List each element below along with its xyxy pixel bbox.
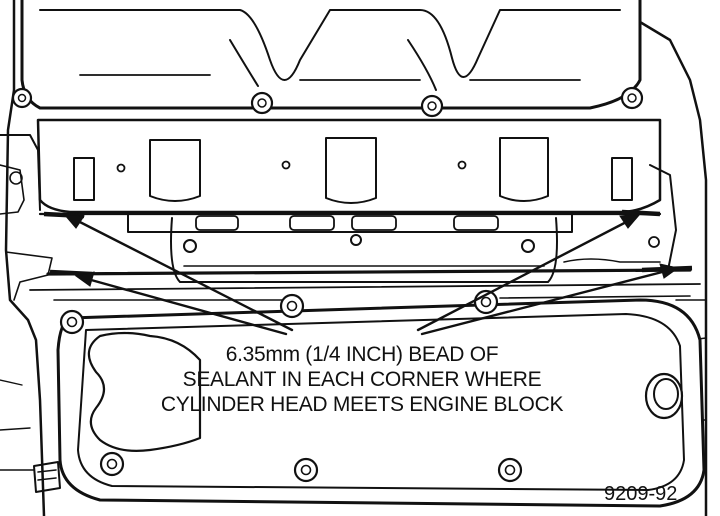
leader-lines [62,213,680,336]
cylinder-head [38,212,662,283]
manifold-flange [36,118,662,214]
arrowhead-top-right [619,213,642,229]
arrowhead-bottom-right [659,263,680,279]
intake-manifold [11,0,644,118]
arrowhead-top-left [62,213,85,229]
sealant-marks [43,209,693,277]
valve-cover [33,289,706,508]
sealant-callout: 6.35mm (1/4 INCH) BEAD OF SEALANT IN EAC… [161,343,564,416]
callout-line-2: SEALANT IN EACH CORNER WHERE [183,368,542,391]
callout-line-3: CYLINDER HEAD MEETS ENGINE BLOCK [161,393,564,416]
engine-block-left [0,0,53,516]
arrowhead-bottom-left [74,271,95,287]
head-block-seam [29,268,701,301]
figure-number: 9209-92 [604,483,677,505]
callout-line-1: 6.35mm (1/4 INCH) BEAD OF [226,343,499,366]
